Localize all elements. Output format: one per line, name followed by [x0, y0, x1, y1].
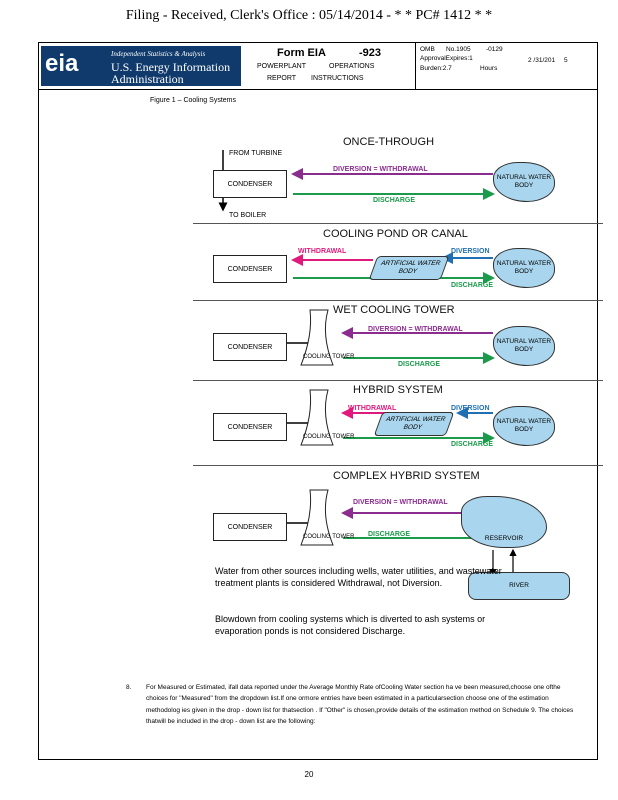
eia-logo: eia Independent Statistics & Analysis U.…: [41, 46, 241, 86]
note-blowdown: Blowdown from cooling systems which is d…: [215, 614, 486, 636]
burden-label: Burden:2.7: [420, 65, 452, 72]
note-withdrawal: Water from other sources including wells…: [215, 566, 502, 588]
condenser-box-5: CONDENSER: [213, 513, 287, 541]
pond-title: COOLING POND OR CANAL: [323, 228, 468, 240]
natural-water-body-3: NATURAL WATER BODY: [493, 326, 555, 366]
cooling-tower-label-3: COOLING TOWER: [303, 354, 355, 360]
hybrid-title: HYBRID SYSTEM: [353, 384, 443, 396]
discharge-label-1: DISCHARGE: [373, 197, 416, 204]
form-subtitle-left-1: POWERPLANT: [257, 63, 307, 70]
burden-hours: Hours: [480, 65, 498, 72]
natural-water-body-4: NATURAL WATER BODY: [493, 406, 555, 446]
logo-tagline: Independent Statistics & Analysis: [111, 50, 206, 58]
cooling-tower-shape-3: [300, 309, 334, 366]
wet-tower-title: WET COOLING TOWER: [333, 304, 455, 316]
approval-year-end: 5: [564, 57, 568, 64]
form-header: eia Independent Statistics & Analysis U.…: [38, 42, 598, 90]
condenser-box-3: CONDENSER: [213, 333, 287, 361]
complex-hybrid-title: COMPLEX HYBRID SYSTEM: [333, 470, 480, 482]
section-divider-4: [193, 465, 603, 466]
cooling-tower-label-4: COOLING TOWER: [303, 434, 355, 440]
filing-stamp: Filing - Received, Clerk's Office : 05/1…: [125, 8, 493, 23]
once-through-title: ONCE-THROUGH: [343, 136, 435, 148]
diversion-label-1: DIVERSION = WITHDRAWAL: [333, 166, 428, 173]
form-subtitle-left-2: REPORT: [267, 75, 297, 82]
discharge-label-5: DISCHARGE: [368, 531, 411, 538]
paragraph-text: For Measured or Estimated, ifall data re…: [146, 684, 574, 726]
omb-suffix: -0129: [486, 46, 503, 53]
natural-water-body-1: NATURAL WATER BODY: [493, 162, 555, 202]
logo-agency-name-1: U.S. Energy Information: [111, 60, 231, 74]
omb-box: OMB No.1905 -0129 ApprovalExpires:1 2 /3…: [415, 43, 598, 89]
eia-logo-mark: eia: [45, 50, 79, 77]
omb-label: OMB: [420, 46, 435, 53]
section-divider-1: [193, 223, 603, 224]
diversion-label-4: DIVERSION: [451, 405, 490, 412]
from-turbine-label: FROM TURBINE: [229, 150, 283, 157]
condenser-box-4: CONDENSER: [213, 413, 287, 441]
withdrawal-label-4: WITHDRAWAL: [348, 405, 397, 412]
paragraph-number: 8.: [126, 684, 132, 691]
artificial-water-body-4: ARTIFICIAL WATER BODY: [373, 412, 455, 436]
approval-date: 2 /31/201: [528, 57, 556, 64]
diversion-label-2: DIVERSION: [451, 248, 490, 255]
cooling-systems-diagram: ONCE-THROUGH FROM TURBINE CONDENSER TO B…: [193, 130, 603, 650]
approval-expires: ApprovalExpires:1: [420, 55, 473, 62]
cooling-tower-label-5: COOLING TOWER: [303, 534, 355, 540]
cooling-tower-shape-5: [300, 489, 334, 546]
logo-agency-name-2: Administration: [111, 72, 184, 86]
artificial-water-body-2: ARTIFICIAL WATER BODY: [368, 256, 450, 280]
discharge-label-2: DISCHARGE: [451, 282, 494, 289]
page-number: 20: [304, 770, 314, 779]
discharge-label-4: DISCHARGE: [451, 441, 494, 448]
diversion-label-3: DIVERSION = WITHDRAWAL: [368, 326, 463, 333]
natural-water-body-2: NATURAL WATER BODY: [493, 248, 555, 288]
diversion-label-5: DIVERSION = WITHDRAWAL: [353, 499, 448, 506]
section-divider-3: [193, 380, 603, 381]
instruction-paragraph: 8. For Measured or Estimated, ifall data…: [126, 682, 576, 728]
diagram-arrows: [218, 150, 517, 577]
page-border: [38, 90, 598, 760]
form-title: Form EIA: [277, 47, 326, 59]
section-divider-2: [193, 300, 603, 301]
river-water-body: RIVER: [468, 572, 570, 600]
form-subtitle-right-1: OPERATIONS: [329, 63, 375, 70]
withdrawal-label-2: WITHDRAWAL: [298, 248, 347, 255]
form-subtitle-right-2: INSTRUCTIONS: [311, 75, 364, 82]
form-number: -923: [359, 47, 382, 59]
to-boiler-label: TO BOILER: [229, 212, 267, 219]
omb-number: No.1905: [446, 46, 471, 53]
figure-caption: Figure 1 – Cooling Systems: [150, 97, 236, 104]
cooling-tower-shape-4: [300, 389, 334, 446]
condenser-box-2: CONDENSER: [213, 255, 287, 283]
discharge-label-3: DISCHARGE: [398, 361, 441, 368]
reservoir-water-body: RESERVOIR: [461, 496, 547, 548]
condenser-box-1: CONDENSER: [213, 170, 287, 198]
